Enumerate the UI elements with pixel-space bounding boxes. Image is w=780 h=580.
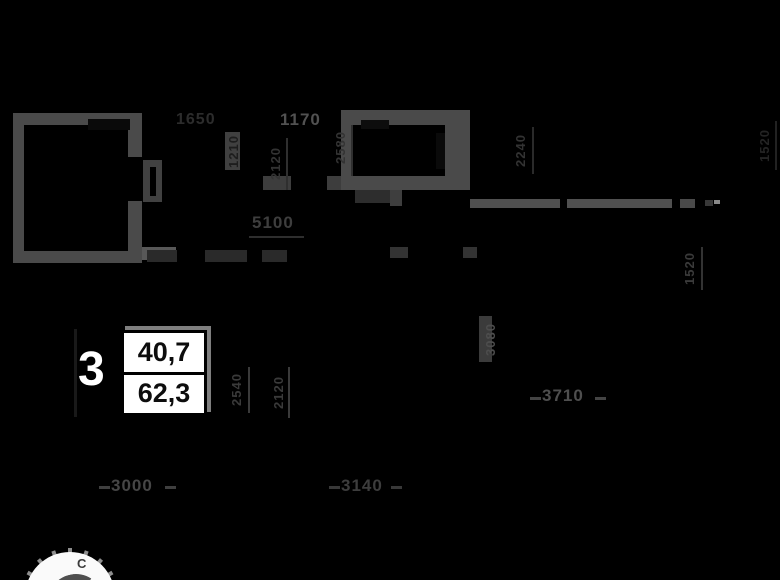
wall-left-room-right-upper: [128, 113, 142, 157]
wall-faint-5: [463, 247, 477, 258]
dim-dash: [329, 486, 340, 489]
dim-v-mid: 3080: [483, 323, 498, 356]
dim-extension-line-d: [775, 121, 777, 170]
wall-corridor-1: [470, 199, 560, 208]
balcony-door-slit: [150, 167, 156, 196]
wall-faint-3: [262, 250, 287, 262]
wall-faint-4: [390, 247, 408, 258]
dim-v-top-right: 2240: [513, 134, 528, 167]
wall-bath-bottom: [341, 176, 470, 190]
dim-dash: [391, 486, 402, 489]
living-area-value: 40,7: [124, 333, 204, 375]
wall-bath-left: [341, 110, 351, 190]
door-foot-a: [263, 176, 291, 190]
wall-left-room-bottom: [13, 251, 142, 263]
info-divider-line: [74, 329, 77, 417]
wall-mid: [479, 316, 492, 362]
dim-extension-line-f: [701, 247, 703, 290]
wall-corridor-tick-bright: [714, 200, 720, 204]
rooms-count: 3: [78, 343, 105, 396]
area-box: 40,7 62,3: [121, 330, 207, 416]
dim-v-far-right: 1520: [757, 129, 772, 162]
wall-left-room-right-lower: [128, 201, 142, 263]
wall-corridor-3: [680, 199, 695, 208]
wall-corridor-tick: [705, 200, 713, 206]
dim-extension-line-b: [351, 118, 353, 190]
wall-hall: [225, 132, 240, 170]
dim-extension-line-c: [532, 127, 534, 174]
dim-v-bottom-b: 2120: [271, 376, 286, 409]
wall-faint-1: [147, 250, 177, 262]
dim-v-right-low: 1520: [682, 252, 697, 285]
dim-top-hall: 1170: [280, 110, 321, 129]
dim-underline-5100: [249, 236, 304, 238]
dim-top-left: 1650: [176, 111, 216, 128]
wall-faint-2: [205, 250, 247, 262]
dim-v-hall-b: 2580: [333, 131, 348, 165]
dim-dash: [595, 397, 606, 400]
dim-bottom-mid: 3140: [341, 476, 383, 495]
dim-v-bottom-a: 2540: [229, 373, 244, 406]
dim-right-width: 3710: [542, 386, 584, 405]
dim-dash: [99, 486, 110, 489]
dim-v-left-wall: 1210: [226, 135, 241, 169]
dim-bottom-left: 3000: [111, 476, 153, 495]
compass-north-label: С: [77, 556, 87, 571]
dim-mid-width: 5100: [252, 213, 294, 232]
total-area-value: 62,3: [137, 378, 191, 409]
dim-v-hall-a: 2120: [268, 147, 283, 180]
dim-dash: [530, 397, 541, 400]
bath-door-mark: [436, 133, 445, 169]
wall-left-room-left: [13, 113, 24, 263]
wall-stub: [390, 190, 402, 206]
window-inset: [88, 119, 130, 130]
dim-extension-line-a: [286, 138, 288, 190]
bath-top-marks: [361, 120, 389, 129]
bath-door-leaf: [355, 190, 397, 203]
dim-dash: [165, 486, 176, 489]
wall-corridor-2: [567, 199, 672, 208]
dim-extension-line-h: [288, 367, 290, 418]
dim-extension-line-g: [248, 367, 250, 413]
